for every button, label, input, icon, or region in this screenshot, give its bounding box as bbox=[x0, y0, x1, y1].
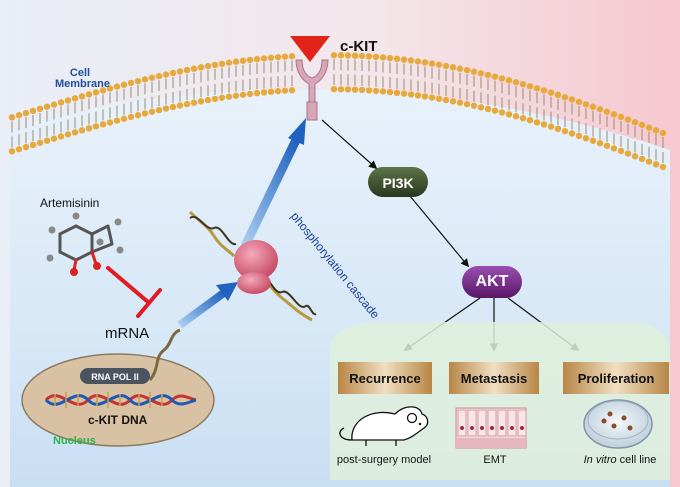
metastasis-label: Metastasis bbox=[460, 371, 528, 386]
artemisinin-label: Artemisinin bbox=[40, 196, 100, 210]
in-vitro-text: In vitro bbox=[583, 454, 617, 466]
rna-pol-ii-label: RNA POL II bbox=[91, 372, 139, 382]
mrna-export-arrow-head bbox=[216, 282, 238, 301]
c-kit-receptor bbox=[295, 59, 329, 121]
proliferation-model-label: In vitro cell line bbox=[570, 455, 670, 466]
metastasis-model-label: EMT bbox=[483, 454, 507, 466]
membrane-label-line1: Cell bbox=[69, 67, 91, 79]
akt-label: AKT bbox=[475, 273, 509, 290]
emt-tissue-icon bbox=[455, 407, 527, 449]
translation-arrow-shaft bbox=[240, 138, 301, 248]
dna-helix bbox=[44, 392, 197, 408]
pi3k-label: PI3K bbox=[382, 175, 414, 191]
pi3k-node bbox=[368, 167, 428, 197]
cell-line-text: cell line bbox=[616, 454, 657, 466]
receptor-to-pi3k-arrow bbox=[321, 119, 378, 170]
mrna-export-arrow-shaft bbox=[177, 288, 228, 329]
proliferation-box bbox=[563, 362, 669, 394]
petri-dish-icon bbox=[583, 399, 653, 449]
artemisinin-molecule-icon bbox=[46, 212, 124, 276]
ckit-dna-label: c-KIT DNA bbox=[88, 413, 148, 427]
outcome-panel bbox=[330, 322, 670, 480]
mrna-strand-translating-b bbox=[189, 215, 317, 316]
nucleus bbox=[21, 353, 215, 447]
recurrence-model-label: post-surgery model bbox=[336, 454, 432, 466]
inhibition-symbol bbox=[106, 266, 162, 318]
nucleus-label: Nucleus bbox=[53, 435, 96, 447]
membrane-label: Cell Membrane bbox=[55, 67, 111, 90]
recurrence-box bbox=[338, 362, 432, 394]
ligand-triangle bbox=[290, 36, 330, 62]
mrna-strand-nuclear bbox=[148, 328, 181, 381]
translation-arrow-head bbox=[288, 118, 306, 145]
metastasis-box bbox=[449, 362, 539, 394]
akt-node bbox=[462, 266, 522, 298]
mouse-icon bbox=[339, 406, 429, 446]
ribosome bbox=[234, 240, 278, 294]
receptor-label: c-KIT bbox=[340, 38, 378, 55]
mrna-label: mRNA bbox=[105, 325, 150, 342]
rna-pol-ii-badge bbox=[80, 368, 150, 384]
cell-membrane bbox=[8, 51, 667, 171]
recurrence-label: Recurrence bbox=[349, 371, 421, 386]
proliferation-label: Proliferation bbox=[577, 371, 655, 386]
membrane-label-line2: Membrane bbox=[55, 78, 111, 90]
pi3k-to-akt-arrow bbox=[409, 195, 470, 268]
